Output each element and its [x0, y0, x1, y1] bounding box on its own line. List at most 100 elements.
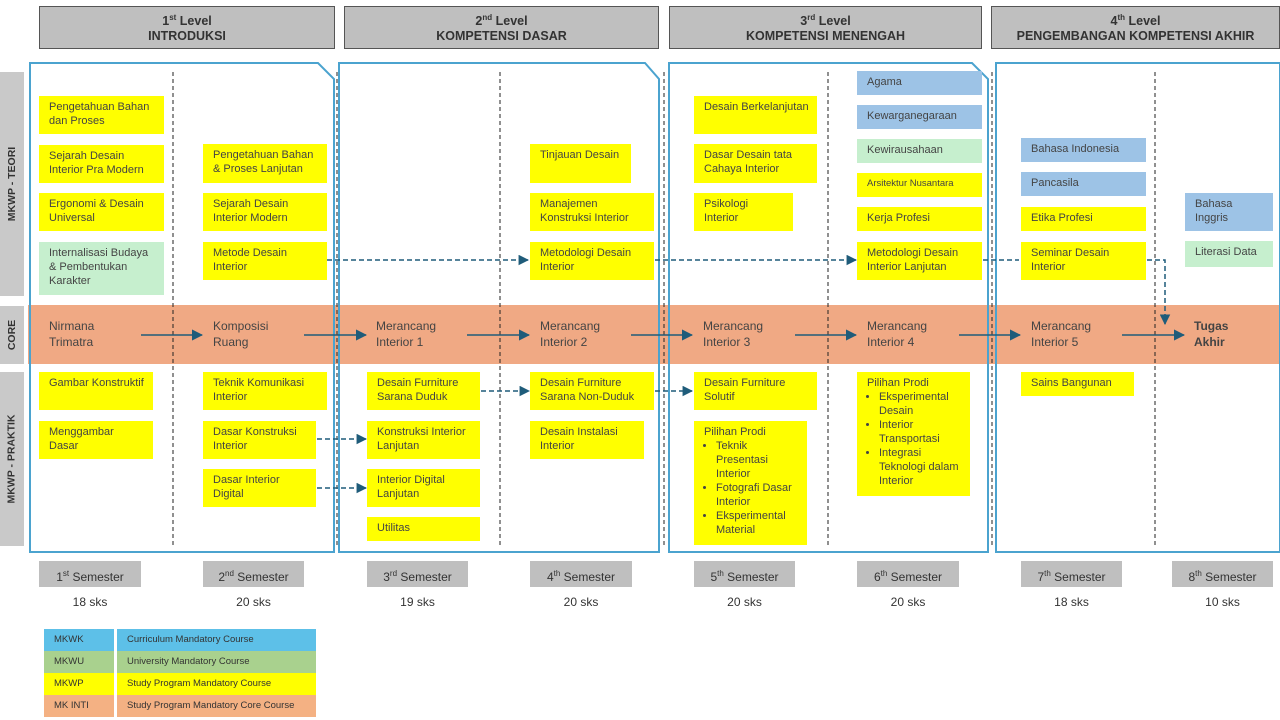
legend-code-mkwk: MKWK [44, 629, 114, 651]
level-3-header: 3rd Level KOMPETENSI MENENGAH [669, 6, 982, 49]
semester-2-sks: 20 sks [236, 595, 271, 609]
legend-desc-mkwp: Study Program Mandatory Course [117, 673, 316, 695]
level-3-frame [668, 62, 989, 553]
course-metodologi-desain: Metodologi Desain Interior [530, 242, 654, 280]
course-menggambar-dasar: Menggambar Dasar [39, 421, 153, 459]
course-sejarah-pra-modern: Sejarah Desain Interior Pra Modern [39, 145, 164, 183]
pilihan-item: Interior Transportasi [879, 418, 962, 446]
course-literasi-data: Literasi Data [1185, 241, 1273, 267]
semester-2-label: 2nd Semester [203, 561, 304, 587]
pilihan-item: Integrasi Teknologi dalam Interior [879, 446, 962, 488]
semester-5-label: 5th Semester [694, 561, 795, 587]
core-merancang-1: Merancang Interior 1 [376, 319, 437, 349]
course-kewirausahaan: Kewirausahaan [857, 139, 982, 163]
course-pilihan-prodi-s5: Pilihan Prodi Teknik Presentasi Interior… [694, 421, 807, 545]
semester-7-sks: 18 sks [1054, 595, 1089, 609]
course-furniture-solutif: Desain Furniture Solutif [694, 372, 817, 410]
course-desain-instalasi: Desain Instalasi Interior [530, 421, 644, 459]
course-metode-desain: Metode Desain Interior [203, 242, 327, 280]
course-sejarah-modern: Sejarah Desain Interior Modern [203, 193, 327, 231]
semester-6-sks: 20 sks [890, 595, 926, 609]
course-metodologi-lanjutan: Metodologi Desain Interior Lanjutan [857, 242, 982, 280]
dep-arrow-seminar [1147, 259, 1171, 326]
pilihan-item: Fotografi Dasar Interior [716, 481, 799, 509]
course-gambar-konstruktif: Gambar Konstruktif [39, 372, 153, 410]
course-ergonomi: Ergonomi & Desain Universal [39, 193, 164, 231]
semester-3-sks: 19 sks [400, 595, 435, 609]
course-kewarganegaraan: Kewarganegaraan [857, 105, 982, 129]
course-dasar-konstruksi: Dasar Konstruksi Interior [203, 421, 316, 459]
course-pilihan-prodi-s6: Pilihan Prodi Eksperimental Desain Inter… [857, 372, 970, 496]
level-1-title: INTRODUKSI [148, 29, 226, 44]
side-label-core: CORE [0, 306, 24, 364]
level-2-title: KOMPETENSI DASAR [436, 29, 567, 44]
level-4-frame [995, 62, 1280, 553]
core-merancang-2: Merancang Interior 2 [540, 319, 601, 349]
semester-5-sks: 20 sks [727, 595, 762, 609]
side-label-praktik: MKWP - PRAKTIK [0, 372, 24, 546]
core-komposisi: Komposisi Ruang [213, 319, 269, 349]
pilihan-item: Eksperimental Desain [879, 390, 962, 418]
legend-code-mkwp: MKWP [44, 673, 114, 695]
semester-8-label: 8th Semester [1172, 561, 1273, 587]
course-bahasa-indonesia: Bahasa Indonesia [1021, 138, 1146, 162]
core-merancang-3: Merancang Interior 3 [703, 319, 764, 349]
level-3-title: KOMPETENSI MENENGAH [745, 29, 906, 44]
course-tinjauan-desain: Tinjauan Desain [530, 144, 631, 183]
course-pengetahuan-bahan: Pengetahuan Bahan dan Proses [39, 96, 164, 134]
semester-4-label: 4th Semester [530, 561, 632, 587]
legend-desc-mkinti: Study Program Mandatory Core Course [117, 695, 316, 717]
course-konstruksi-lanjutan: Konstruksi Interior Lanjutan [367, 421, 480, 459]
core-nirmana: Nirmana Trimatra [49, 319, 95, 349]
core-merancang-4: Merancang Interior 4 [867, 319, 928, 349]
semester-6-label: 6th Semester [857, 561, 959, 587]
semester-1-sks: 18 sks [72, 595, 108, 609]
semester-8-sks: 10 sks [1205, 595, 1240, 609]
semester-1-label: 1st Semester [39, 561, 141, 587]
pilihan-item: Eksperimental Material [716, 509, 799, 537]
course-internalisasi-budaya: Internalisasi Budaya & Pembentukan Karak… [39, 242, 164, 295]
course-furniture-duduk: Desain Furniture Sarana Duduk [367, 372, 480, 410]
legend: MKWK Curriculum Mandatory Course MKWU Un… [44, 629, 316, 717]
pilihan-prodi-s5-title: Pilihan Prodi [704, 426, 766, 438]
pilihan-prodi-s5-list: Teknik Presentasi Interior Fotografi Das… [704, 439, 799, 537]
course-interior-digital-lanjutan: Interior Digital Lanjutan [367, 469, 480, 507]
course-sains-bangunan: Sains Bangunan [1021, 372, 1134, 396]
course-manajemen-konstruksi: Manajemen Konstruksi Interior [530, 193, 654, 231]
course-etika-profesi: Etika Profesi [1021, 207, 1146, 231]
course-pengetahuan-lanjutan: Pengetahuan Bahan & Proses Lanjutan [203, 144, 327, 183]
pilihan-prodi-s6-title: Pilihan Prodi [867, 377, 929, 389]
pilihan-item: Teknik Presentasi Interior [716, 439, 799, 481]
level-4-title: PENGEMBANGAN KOMPETENSI AKHIR [1016, 29, 1255, 44]
core-tugas-akhir: Tugas Akhir [1194, 319, 1229, 349]
level-2-frame [338, 62, 660, 553]
course-teknik-komunikasi: Teknik Komunikasi Interior [203, 372, 327, 410]
course-dasar-interior-digital: Dasar Interior Digital [203, 469, 316, 507]
course-bahasa-inggris: Bahasa Inggris [1185, 193, 1273, 231]
semester-4-sks: 20 sks [563, 595, 599, 609]
level-1-header: 1st Level INTRODUKSI [39, 6, 335, 49]
course-tata-cahaya: Dasar Desain tata Cahaya Interior [694, 144, 817, 183]
pilihan-prodi-s6-list: Eksperimental Desain Interior Transporta… [867, 390, 962, 488]
legend-code-mkwu: MKWU [44, 651, 114, 673]
course-utilitas: Utilitas [367, 517, 480, 541]
legend-desc-mkwk: Curriculum Mandatory Course [117, 629, 316, 651]
legend-code-mkinti: MK INTI [44, 695, 114, 717]
course-arsitektur-nusantara: Arsitektur Nusantara [857, 173, 982, 197]
course-desain-berkelanjutan: Desain Berkelanjutan [694, 96, 817, 134]
core-merancang-5: Merancang Interior 5 [1031, 319, 1092, 349]
course-agama: Agama [857, 71, 982, 95]
course-seminar-desain: Seminar Desain Interior [1021, 242, 1146, 280]
semester-7-label: 7th Semester [1021, 561, 1122, 587]
legend-desc-mkwu: University Mandatory Course [117, 651, 316, 673]
level-2-header: 2nd Level KOMPETENSI DASAR [344, 6, 659, 49]
course-kerja-profesi: Kerja Profesi [857, 207, 982, 231]
semester-3-label: 3rd Semester [367, 561, 468, 587]
side-label-teori: MKWP - TEORI [0, 72, 24, 296]
level-4-header: 4th Level PENGEMBANGAN KOMPETENSI AKHIR [991, 6, 1280, 49]
level-1-frame [29, 62, 335, 553]
course-psikologi-interior: Psikologi Interior [694, 193, 793, 231]
course-furniture-non-duduk: Desain Furniture Sarana Non-Duduk [530, 372, 654, 410]
course-pancasila: Pancasila [1021, 172, 1146, 196]
